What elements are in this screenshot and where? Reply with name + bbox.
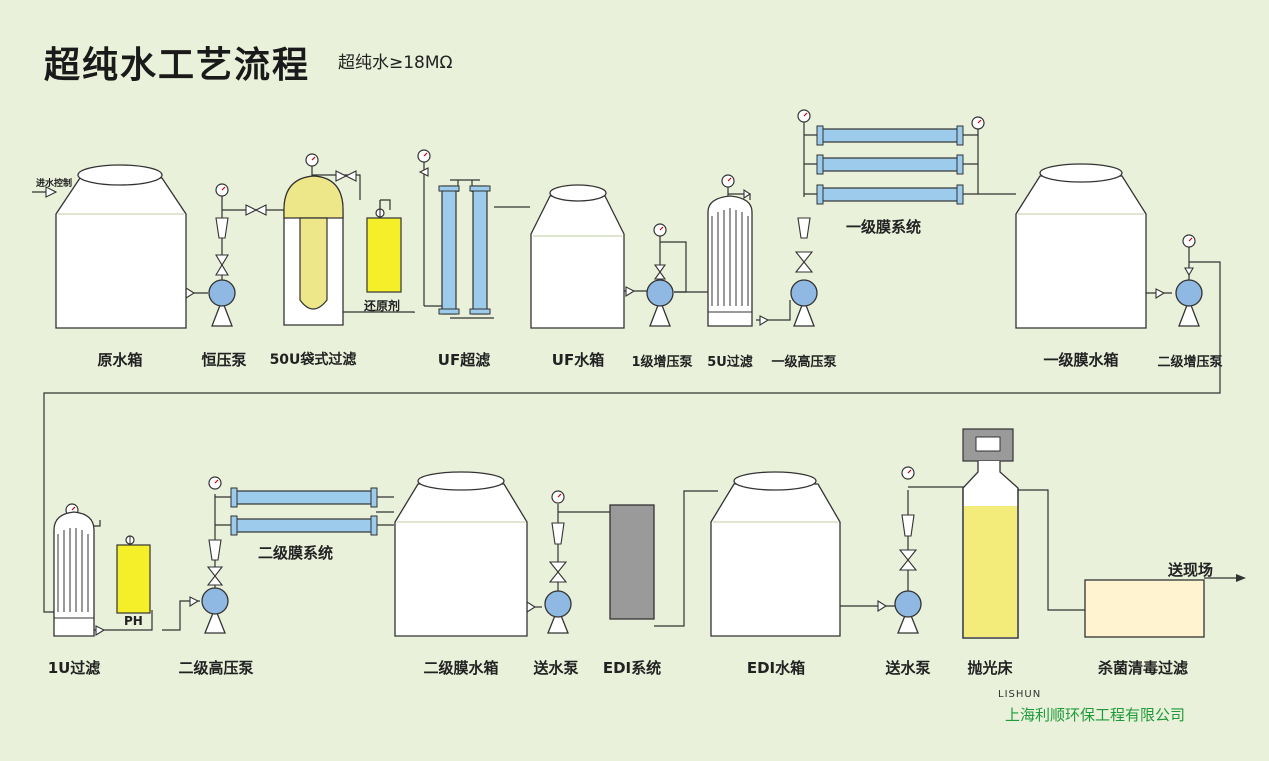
label-edi-tank: EDI水箱 [746, 659, 806, 677]
label-polish: 抛光床 [967, 659, 1013, 677]
reducer-tag: 还原剂 [364, 299, 401, 313]
filter-5u-vessel [707, 195, 753, 327]
primary-membrane-modules [816, 125, 964, 205]
membrane2-tag: 二级膜系统 [258, 544, 334, 562]
brand-name: LISHUN [998, 689, 1042, 700]
ph-dosing-tank [116, 536, 151, 614]
feed-pump-2 [894, 590, 922, 634]
label-const-pump: 恒压泵 [201, 351, 247, 369]
label-bag-filter: 50U袋式过滤 [269, 352, 357, 368]
high-pressure-pump-2 [201, 587, 229, 634]
ph-tag: PH [124, 614, 143, 628]
pumps [201, 279, 1203, 634]
inlet-control-tag: 进水控制 [36, 179, 73, 189]
high-pressure-pump-1 [790, 279, 818, 327]
filter-1u-vessel [53, 511, 95, 637]
label-tank1: 一级膜水箱 [1043, 351, 1119, 369]
to-site-arrow [1236, 574, 1246, 582]
sterilizer-filter [1084, 579, 1205, 638]
edi-water-tank [710, 471, 841, 637]
reductant-dosing-tank [366, 200, 402, 293]
label-booster2: 二级增压泵 [1157, 355, 1223, 370]
uf-modules [438, 185, 491, 315]
label-5u-filter: 5U过滤 [707, 355, 753, 370]
label-feed-pump1: 送水泵 [533, 659, 579, 677]
label-edi: EDI系统 [602, 659, 662, 677]
label-hp1: 一级高压泵 [771, 355, 837, 370]
inlet-valve [45, 186, 58, 198]
label-1u-filter: 1U过滤 [47, 659, 101, 677]
label-hp2: 二级高压泵 [178, 659, 254, 677]
bag-filter-vessel [283, 175, 344, 326]
label-feed-pump2: 送水泵 [885, 659, 931, 677]
polishing-bed [962, 428, 1019, 639]
valves [45, 167, 1194, 636]
label-uf: UF超滤 [437, 351, 491, 369]
company-name: 上海利顺环保工程有限公司 [1005, 706, 1186, 724]
label-raw-tank: 原水箱 [97, 351, 143, 369]
pipes [32, 122, 1236, 631]
secondary-membrane-modules [230, 487, 378, 536]
raw-water-tank [55, 164, 187, 329]
uf-water-tank [530, 184, 625, 329]
feed-pump-1 [544, 590, 572, 634]
booster-pump-2 [1175, 279, 1203, 327]
label-sterile: 杀菌清毒过滤 [1097, 659, 1189, 677]
label-tank2: 二级膜水箱 [423, 659, 499, 677]
edi-module [609, 504, 655, 620]
page-subtitle: 超纯水≥18MΩ [338, 53, 453, 73]
secondary-membrane-tank [394, 471, 528, 637]
booster-pump-1 [646, 279, 674, 327]
flow-meters [208, 217, 915, 561]
page-title: 超纯水工艺流程 [44, 45, 311, 86]
to-site-tag: 送现场 [1168, 561, 1214, 579]
membrane1-tag: 一级膜系统 [846, 218, 922, 236]
label-booster1: 1级增压泵 [631, 355, 693, 370]
label-uf-tank: UF水箱 [551, 351, 605, 369]
const-pressure-pump [208, 279, 236, 327]
primary-membrane-tank [1015, 163, 1147, 329]
